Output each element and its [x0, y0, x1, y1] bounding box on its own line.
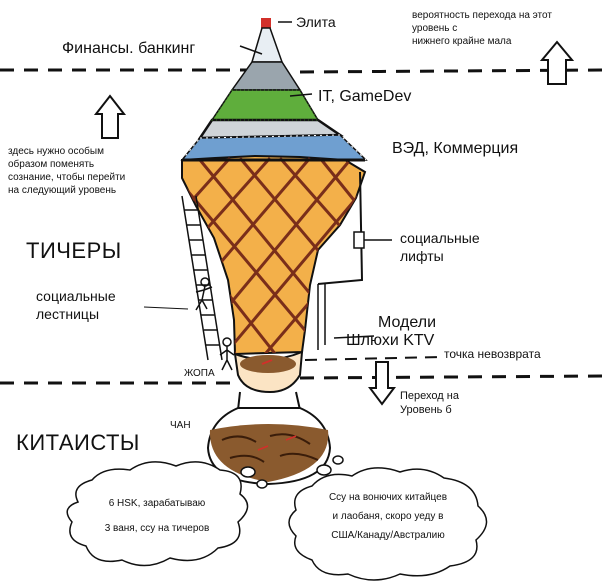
label-probability-2: уровень с	[412, 23, 458, 34]
finance-pointer	[239, 45, 263, 55]
label-transition-2: Уровень б	[400, 404, 452, 416]
label-mind-1: здесь нужно особым	[8, 146, 104, 157]
ice-cream-cone	[181, 154, 367, 356]
models-pointer	[333, 335, 375, 339]
label-kitaisty: КИТАИСТЫ	[16, 430, 140, 455]
spire-blue-band	[180, 134, 368, 161]
label-probability-1: вероятность перехода на этот	[412, 10, 552, 21]
label-mind-2: образом поменять	[8, 159, 95, 170]
right-cloud-line-2: и лаобаня, скоро уеду в	[332, 511, 444, 522]
left-cloud-line-1: 6 HSK, зарабатываю	[108, 498, 206, 509]
label-models-1: Модели	[378, 314, 437, 331]
thought-clouds	[66, 455, 488, 581]
down-arrow	[368, 361, 396, 406]
label-social-ladders-1: социальные	[36, 288, 116, 304]
label-ved: ВЭД, Коммерция	[392, 140, 519, 157]
right-cloud-line-1: Ссу на вонючих китайцев	[328, 492, 448, 503]
social-ladder	[143, 195, 223, 361]
left-cloud-text: 6 HSK, зарабатываю 3 ваня, ссу на тичеро…	[82, 494, 232, 538]
left-cloud-line-2: 3 ваня, ссу на тичеров	[104, 523, 210, 534]
label-models-2: Шлюхи KTV	[346, 332, 435, 349]
right-cloud-line-3: США/Канаду/Австралию	[331, 530, 445, 541]
label-mind-4: на следующий уровень	[8, 185, 117, 196]
label-social-lifts-2: лифты	[400, 248, 444, 264]
right-cloud-text: Ссу на вонючих китайцев и лаобаня, скоро…	[304, 488, 472, 545]
label-finance: Финансы. банкинг	[62, 40, 196, 57]
label-probability-3: нижнего крайне мала	[412, 36, 512, 47]
up-arrow-right	[539, 40, 575, 85]
it-pointer	[289, 93, 313, 97]
label-chan: ЧАН	[170, 420, 191, 431]
label-elite: Элита	[296, 14, 336, 30]
level-line-bottom	[0, 374, 604, 385]
label-tichery: ТИЧЕРЫ	[26, 238, 122, 263]
tower-spire	[180, 18, 368, 161]
zhopa-bowl	[233, 350, 304, 411]
standing-figure	[219, 337, 235, 371]
up-arrow-left	[93, 94, 127, 139]
spire-red-tip	[261, 18, 271, 28]
label-mind-3: сознание, чтобы перейти	[8, 172, 126, 183]
label-social-lifts-1: социальные	[400, 230, 480, 246]
no-return-line	[304, 356, 441, 361]
label-social-ladders-2: лестницы	[36, 306, 99, 322]
label-zhopa: ЖОПА	[184, 368, 215, 379]
climbing-figure	[195, 277, 213, 311]
label-no-return: точка невозврата	[444, 347, 541, 361]
label-it: IT, GameDev	[318, 88, 412, 105]
left-cloud	[66, 461, 249, 567]
level-line-top	[0, 68, 604, 74]
chan-pot	[206, 407, 332, 486]
label-transition-1: Переход на	[400, 390, 459, 402]
right-cloud	[288, 467, 488, 581]
